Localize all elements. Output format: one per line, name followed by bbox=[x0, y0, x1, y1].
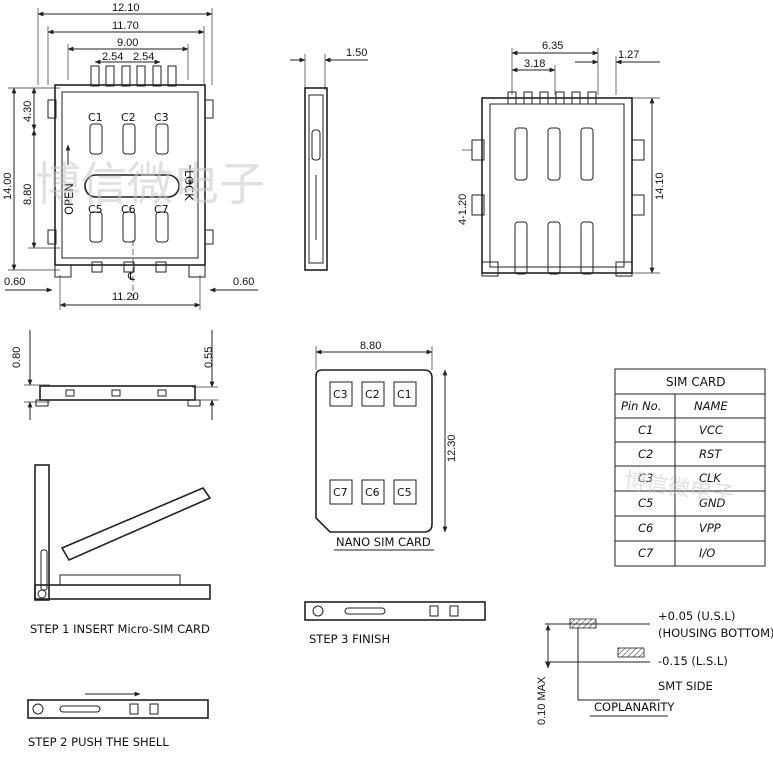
top-pin-c6: C6 bbox=[121, 203, 136, 216]
dim-pitch-a: 2.54 bbox=[102, 51, 123, 63]
dim-height: 14.10 bbox=[654, 172, 666, 200]
nano-pin-c1: C1 bbox=[397, 388, 412, 401]
nano-pin-c5: C5 bbox=[397, 486, 412, 499]
table-row-pin: C1 bbox=[638, 423, 653, 437]
coplanarity-diagram: 0.10 MAX +0.05 (U.S.L) (HOUSING BOTTOM) … bbox=[536, 609, 773, 725]
dim-mid-height: 8.80 bbox=[22, 184, 34, 205]
step2-label: STEP 2 PUSH THE SHELL bbox=[28, 735, 169, 749]
dim-pin-offset: 4.30 bbox=[22, 101, 34, 122]
nano-dim-height: 12.30 bbox=[446, 434, 458, 462]
table-row-pin: C7 bbox=[638, 546, 654, 560]
coplanarity-lsl: -0.15 (L.S.L) bbox=[658, 654, 728, 668]
dim-pin-span: 9.00 bbox=[117, 37, 138, 49]
nano-caption: NANO SIM CARD bbox=[336, 535, 431, 549]
table-col-pin: Pin No. bbox=[621, 399, 661, 413]
coplanarity-usl: +0.05 (U.S.L) bbox=[658, 609, 735, 623]
table-title: SIM CARD bbox=[666, 375, 726, 389]
label-open: OPEN bbox=[62, 183, 76, 215]
dim-overall-width: 12.10 bbox=[112, 2, 140, 14]
label-lock: LOCK bbox=[182, 170, 196, 201]
top-view: 12.10 11.70 9.00 2.54 2.54 14.00 4.30 8.… bbox=[2, 2, 258, 310]
nano-dim-width: 8.80 bbox=[360, 340, 381, 352]
top-pin-c5: C5 bbox=[88, 203, 103, 216]
centerline-symbol: ℄ bbox=[127, 271, 135, 283]
top-pin-c1: C1 bbox=[88, 111, 103, 124]
step1-label: STEP 1 INSERT Micro-SIM CARD bbox=[30, 622, 210, 636]
dim-front-left: 0.80 bbox=[11, 347, 23, 368]
nano-pin-c3: C3 bbox=[333, 388, 348, 401]
dim-holes: 4-1.20 bbox=[457, 194, 469, 225]
coplanarity-max: 0.10 MAX bbox=[536, 676, 548, 725]
coplanarity-smt: SMT SIDE bbox=[658, 679, 713, 693]
dim-base-width: 11.20 bbox=[112, 291, 139, 303]
dim-span: 6.35 bbox=[542, 40, 563, 52]
dim-left-margin: 0.60 bbox=[4, 276, 25, 288]
front-view: 0.80 0.55 bbox=[11, 330, 218, 420]
table-row-name: VCC bbox=[699, 423, 723, 437]
dim-half: 3.18 bbox=[524, 58, 545, 70]
coplanarity-title: COPLANARITY bbox=[594, 700, 675, 714]
table-row-pin: C2 bbox=[638, 447, 653, 461]
top-pin-c2: C2 bbox=[121, 111, 136, 124]
step2-illustration: STEP 2 PUSH THE SHELL bbox=[27, 691, 209, 749]
dim-front-right: 0.55 bbox=[203, 347, 215, 368]
table-row-name: CLK bbox=[699, 471, 722, 485]
top-pin-c3: C3 bbox=[154, 111, 169, 124]
table-row-name: GND bbox=[699, 496, 726, 510]
top-pin-c7: C7 bbox=[154, 203, 169, 216]
sim-card-table: SIM CARD Pin No. NAME C1 VCC C2 RST C3 C… bbox=[614, 368, 766, 567]
dim-thickness: 1.50 bbox=[346, 47, 367, 59]
table-row-name: RST bbox=[699, 447, 722, 461]
nano-sim-card: 8.80 12.30 C3 C2 C1 C7 C6 C5 NANO SIM CA… bbox=[315, 340, 458, 551]
coplanarity-housing: (HOUSING BOTTOM) bbox=[658, 626, 773, 640]
dim-inner-width: 11.70 bbox=[112, 20, 139, 32]
table-row-pin: C5 bbox=[638, 496, 653, 510]
step1-illustration: STEP 1 INSERT Micro-SIM CARD bbox=[30, 464, 212, 636]
table-row-pin: C6 bbox=[638, 521, 653, 535]
nano-pin-c7: C7 bbox=[333, 486, 348, 499]
table-row-pin: C3 bbox=[638, 471, 653, 485]
step3-label: STEP 3 FINISH bbox=[309, 632, 390, 646]
table-col-name: NAME bbox=[694, 399, 728, 413]
watermark: 博信微电子 bbox=[35, 157, 265, 211]
dim-right-margin: 0.60 bbox=[233, 276, 254, 288]
table-row-name: VPP bbox=[699, 521, 721, 535]
step3-illustration: STEP 3 FINISH bbox=[304, 601, 486, 646]
dim-pitch: 1.27 bbox=[618, 49, 639, 61]
dim-overall-height: 14.00 bbox=[2, 172, 14, 200]
dim-pitch-b: 2.54 bbox=[133, 51, 154, 63]
table-row-name: I/O bbox=[699, 546, 715, 560]
nano-pin-c6: C6 bbox=[365, 486, 380, 499]
nano-pin-c2: C2 bbox=[365, 388, 380, 401]
bottom-view: 6.35 3.18 1.27 14.10 4-1.20 bbox=[457, 40, 666, 277]
side-view: 1.50 bbox=[290, 47, 368, 271]
